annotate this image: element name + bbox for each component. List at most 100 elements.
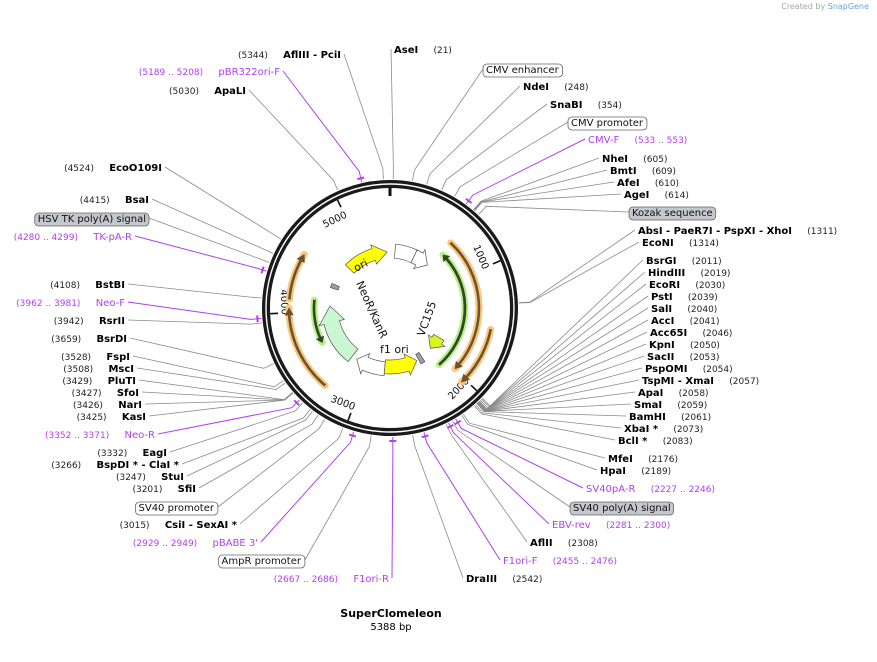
- enzyme-label-bsrgi[interactable]: BsrGI (2011): [646, 249, 722, 268]
- primer-label-pbr322ori-f[interactable]: (5189 .. 5208) pBR322ori-F: [139, 60, 280, 79]
- enzyme-label-pluti[interactable]: (3429) PluTI: [62, 369, 136, 388]
- enzyme-label-smai[interactable]: SmaI (2059): [634, 393, 707, 412]
- enzyme-label-hpai[interactable]: HpaI (2189): [600, 459, 671, 478]
- feature-name: SV40 poly(A) signal: [573, 503, 671, 514]
- enzyme-label-afei[interactable]: AfeI (610): [617, 171, 679, 190]
- enzyme-label-acci[interactable]: AccI (2041): [651, 309, 720, 328]
- enzyme-label-pspomi[interactable]: PspOMI (2054): [645, 357, 733, 376]
- primer-label-f1ori-r[interactable]: (2667 .. 2686) F1ori-R: [274, 567, 389, 586]
- feature-label-kozak-sequence[interactable]: Kozak sequence: [628, 206, 717, 221]
- enzyme-label-mfei[interactable]: MfeI (2176): [608, 447, 678, 466]
- gray-site-right[interactable]: [415, 351, 426, 365]
- primer-name: SV40pA-R: [586, 484, 635, 495]
- enzyme-label-sacii[interactable]: SacII (2053): [647, 345, 720, 364]
- enzyme-label-psti[interactable]: PstI (2039): [651, 285, 718, 304]
- orange-feature-4[interactable]: [285, 251, 308, 303]
- primer-name: pBR322ori-F: [218, 67, 280, 78]
- vc155-feature[interactable]: [428, 333, 446, 349]
- enzyme-label-apali[interactable]: (5030) ApaLI: [169, 79, 246, 98]
- enzyme-label-sali[interactable]: SalI (2040): [651, 297, 717, 316]
- enzyme-label-apai[interactable]: ApaI (2058): [638, 381, 709, 400]
- feature-label-sv40-poly-a-signal[interactable]: SV40 poly(A) signal: [569, 501, 675, 516]
- enzyme-label-ndei[interactable]: NdeI (248): [523, 75, 589, 94]
- enzyme-label-bsai[interactable]: (4415) BsaI: [80, 188, 149, 207]
- enzyme-label-tspmi-xmai[interactable]: TspMI - XmaI (2057): [642, 369, 759, 388]
- enzyme-name: TspMI - XmaI: [642, 376, 714, 387]
- label-leader-line: [181, 409, 311, 465]
- green-feature-left[interactable]: [310, 296, 326, 346]
- primer-label-f1ori-f[interactable]: F1ori-F (2455 .. 2476): [503, 549, 617, 568]
- label-leader-line: [448, 422, 550, 525]
- feature-label-ampr-promoter[interactable]: AmpR promoter: [218, 554, 306, 569]
- position-text: (2046): [703, 329, 733, 339]
- enzyme-label-kasi[interactable]: (3425) KasI: [77, 405, 146, 424]
- primer-label-neo-r[interactable]: (3352 .. 3371) Neo-R: [45, 423, 155, 442]
- enzyme-label-afliii-pcii[interactable]: (5344) AflIII - PciI: [238, 43, 341, 62]
- enzyme-label-acc65i[interactable]: Acc65I (2046): [650, 321, 732, 340]
- gray-site-left[interactable]: [329, 282, 340, 291]
- ori-feature[interactable]: [344, 244, 388, 274]
- label-leader-line: [169, 402, 303, 453]
- enzyme-label-ecori[interactable]: EcoRI (2030): [649, 273, 725, 292]
- enzyme-label-snabi[interactable]: SnaBI (354): [550, 93, 622, 112]
- primer-label-sv40pa-r[interactable]: SV40pA-R (2227 .. 2246): [586, 477, 715, 496]
- enzyme-label-hindiii[interactable]: HindIII (2019): [648, 261, 730, 280]
- label-leader-line: [518, 229, 636, 303]
- enzyme-label-eagi[interactable]: (3332) EagI: [97, 441, 167, 460]
- enzyme-label-bstbi[interactable]: (4108) BstBI: [50, 273, 125, 292]
- enzyme-label-draiii[interactable]: DraIII (2542): [466, 567, 542, 586]
- enzyme-label-nhei[interactable]: NheI (605): [602, 147, 667, 166]
- orange-feature-1[interactable]: [447, 239, 483, 373]
- orange-feature-3[interactable]: [284, 304, 329, 389]
- enzyme-label-kpni[interactable]: KpnI (2050): [649, 333, 720, 352]
- enzyme-label-bspdi-clai[interactable]: (3266) BspDI * - ClaI *: [51, 453, 179, 472]
- feature-label-hsv-tk-poly-a-signal[interactable]: HSV TK poly(A) signal: [34, 212, 150, 227]
- position-text: (2050): [690, 341, 720, 351]
- vc155-label: VC155: [415, 300, 440, 338]
- label-leader-line: [478, 205, 630, 215]
- enzyme-label-ecoo109i[interactable]: (4524) EcoO109I: [64, 156, 162, 175]
- enzyme-label-nari[interactable]: (3426) NarI: [73, 393, 142, 412]
- primer-label-ebv-rev[interactable]: EBV-rev (2281 .. 2300): [552, 513, 670, 532]
- primer-label-neo-f[interactable]: (3962 .. 3981) Neo-F: [16, 291, 125, 310]
- enzyme-label-fspi[interactable]: (3528) FspI: [61, 345, 130, 364]
- green-feature-right[interactable]: [435, 251, 469, 369]
- enzyme-label-bamhi[interactable]: BamHI (2061): [629, 405, 711, 424]
- feature-label-box: [569, 501, 675, 516]
- primer-binding-mark: [446, 424, 454, 430]
- label-leader-line: [141, 391, 293, 401]
- primer-label-tk-pa-r[interactable]: (4280 .. 4299) TK-pA-R: [14, 225, 132, 244]
- enzyme-label-msci[interactable]: (3508) MscI: [63, 357, 134, 376]
- enzyme-label-asei[interactable]: AseI (21): [394, 38, 452, 57]
- label-text: (3427) SfoI: [72, 381, 139, 400]
- enzyme-label-rsrii[interactable]: (3942) RsrII: [54, 309, 125, 328]
- orange-feature-2[interactable]: [458, 325, 495, 386]
- enzyme-label-bcli[interactable]: BclI * (2083): [618, 429, 693, 448]
- enzyme-label-sfoi[interactable]: (3427) SfoI: [72, 381, 139, 400]
- enzyme-label-bsrdi[interactable]: (3659) BsrDI: [51, 327, 127, 346]
- enzyme-label-csii-sexai[interactable]: (3015) CsiI - SexAI *: [120, 513, 238, 532]
- enzyme-label-stui[interactable]: (3247) StuI: [116, 465, 184, 484]
- orange-feature-1-arrow: [449, 241, 481, 370]
- enzyme-label-absi-paer7i-pspxi-xhoi[interactable]: AbsI - PaeR7I - PspXI - XhoI (1311): [638, 219, 837, 238]
- cmv-promoter-feature[interactable]: [410, 248, 428, 270]
- neor-kanr-feature[interactable]: [318, 305, 359, 363]
- label-text: Acc65I (2046): [650, 321, 732, 340]
- enzyme-label-aflii[interactable]: AflII (2308): [530, 531, 598, 550]
- feature-label-cmv-enhancer[interactable]: CMV enhancer: [482, 63, 563, 78]
- enzyme-name: StuI: [161, 472, 184, 483]
- feature-label-cmv-promoter[interactable]: CMV promoter: [567, 116, 648, 131]
- yellow-inner-feature[interactable]: [383, 353, 418, 376]
- primer-label-cmv-f[interactable]: CMV-F (533 .. 553): [588, 128, 687, 147]
- primer-label-pbabe-3[interactable]: (2929 .. 2949) pBABE 3': [133, 531, 258, 550]
- enzyme-label-bmti[interactable]: BmtI (609): [610, 159, 676, 178]
- enzyme-label-xbai[interactable]: XbaI * (2073): [624, 417, 703, 436]
- feature-label-sv40-promoter[interactable]: SV40 promoter: [135, 501, 219, 516]
- primer-name: pBABE 3': [212, 538, 258, 549]
- f1-ori-feature[interactable]: [356, 353, 386, 377]
- position-text: (2227 .. 2246): [651, 485, 715, 495]
- enzyme-label-agei[interactable]: AgeI (614): [624, 183, 689, 202]
- enzyme-label-econi[interactable]: EcoNI (1314): [642, 231, 719, 250]
- label-text: (3352 .. 3371) Neo-R: [45, 423, 155, 442]
- enzyme-label-sfii[interactable]: (3201) SfiI: [132, 477, 196, 496]
